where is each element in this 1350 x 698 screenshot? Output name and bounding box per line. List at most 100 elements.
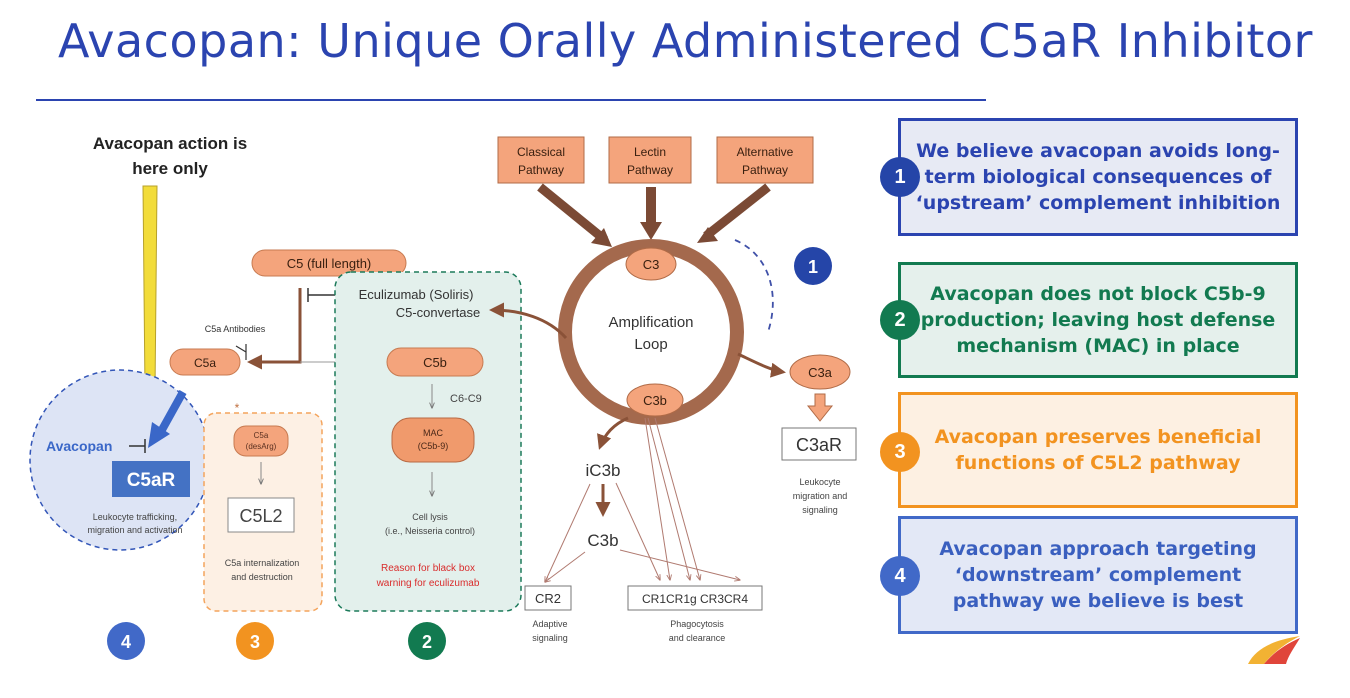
c5a-desarg-label-2: (desArg) (246, 442, 277, 451)
c3a-node (789, 354, 851, 390)
alternative-pathway-label-1: Alternative (737, 145, 794, 159)
amplification-label: Amplification (608, 314, 693, 331)
c5l2-box (227, 497, 295, 533)
c5-full-length-label: C5 (full length) (287, 256, 372, 271)
c5a-antibodies-label: C5a Antibodies (205, 324, 266, 334)
mac-label-1: MAC (423, 428, 444, 438)
callout-1-text: We believe avacopan avoids long-term bio… (915, 140, 1281, 214)
ic3b-label: iC3b (586, 461, 621, 480)
lectin-pathway-label-1: Lectin (634, 145, 666, 159)
thin-arrow-c3b-cr4 (619, 549, 740, 580)
callout-3-text: Avacopan preserves beneficial functions … (934, 426, 1262, 474)
cr-receptors-box (627, 585, 763, 611)
eculizumab-inhibition-bar (307, 288, 336, 302)
thin-arrow-c3b-cr1g (647, 417, 690, 580)
c5a-label: C5a (194, 356, 216, 370)
callout-4-text: Avacopan approach targeting ‘downstream’… (939, 538, 1257, 612)
callout-1: We believe avacopan avoids long-term bio… (898, 118, 1298, 236)
alternative-feedback-dashed (734, 239, 774, 333)
c5b-label: C5b (423, 355, 447, 370)
callout-2: Avacopan does not block C5b-9 production… (898, 262, 1298, 378)
black-box-label-1: Reason for black box (381, 563, 475, 574)
c5ar-label: C5aR (127, 470, 176, 491)
diagram-marker-1-label: 1 (808, 257, 818, 277)
c5a-desarg-box (233, 425, 289, 457)
complement-pathway-diagram: Avacopan action is here only Avacopan C5… (29, 134, 857, 660)
avacopan-inhibitor-label: Avacopan (46, 438, 112, 454)
alternative-pathway-box (716, 136, 814, 184)
c5-full-length-box (251, 249, 407, 277)
mac-label-2: (C5b-9) (418, 441, 449, 451)
eculizumab-label: Eculizumab (Soliris) (359, 287, 474, 302)
thin-arrow-c3b-cr3 (654, 417, 700, 580)
callout-3-number: 3 (880, 432, 920, 472)
c5l2-desc-2: and destruction (231, 572, 293, 582)
alternative-pathway-label-2: Pathway (742, 163, 788, 177)
c6-c9-label: C6-C9 (450, 393, 482, 405)
c3ar-label: C3aR (796, 435, 842, 455)
lectin-pathway-box (608, 136, 692, 184)
classical-arrow-head (591, 228, 612, 247)
diagram-marker-4-label: 4 (121, 632, 131, 652)
title-underline (36, 99, 986, 101)
callout-1-number: 1 (880, 157, 920, 197)
cr2-desc-2: signaling (532, 633, 568, 643)
thin-arrow-ic3b-cr (615, 482, 660, 580)
callout-2-text: Avacopan does not block C5b-9 production… (920, 283, 1276, 357)
c5l2-desc-1: C5a internalization (225, 558, 300, 568)
c5ar-desc-1: Leukocyte trafficking, (93, 512, 177, 522)
classical-pathway-box (497, 136, 585, 184)
callout-4: Avacopan approach targeting ‘downstream’… (898, 516, 1298, 634)
thin-arrow-ic3b-cr2 (545, 483, 591, 582)
loop-to-c5-convertase-arrow (489, 302, 568, 340)
amplification-loop-ring (558, 239, 744, 425)
c3ar-desc-2: migration and (793, 491, 848, 501)
c3-label: C3 (643, 257, 660, 272)
loop-label: Loop (634, 336, 667, 353)
c3ar-box (781, 427, 857, 461)
cr2-box (524, 585, 572, 611)
c3-node (625, 247, 677, 281)
cr2-desc-1: Adaptive (532, 619, 567, 629)
cr-receptors-desc-1: Phagocytosis (670, 619, 724, 629)
c3ar-desc-1: Leukocyte (799, 477, 840, 487)
c3b-loop-node (626, 383, 684, 417)
alternative-arrow-shaft (703, 183, 771, 240)
lectin-pathway-label-2: Pathway (627, 163, 673, 177)
avacopan-action-label-2: here only (132, 159, 208, 178)
c5ar-desc-2: migration and activation (87, 525, 182, 535)
blue-arrow-head (148, 422, 170, 448)
loop-to-c3a-arrow (737, 352, 786, 378)
classical-arrow-shaft (537, 183, 608, 244)
mac-box (391, 417, 475, 463)
callout-2-number: 2 (880, 300, 920, 340)
classical-pathway-label-1: Classical (517, 145, 565, 159)
c5a-desarg-label-1: C5a (254, 431, 269, 440)
alternative-arrow-head (697, 227, 718, 243)
thin-arrow-c3b-cr2 (545, 551, 586, 582)
corporate-logo (1248, 636, 1300, 664)
c3b-to-ic3b-arrow (597, 416, 629, 450)
c5ar-box (112, 461, 190, 497)
cell-lysis-label-1: Cell lysis (412, 512, 448, 522)
diagram-marker-4 (107, 622, 145, 660)
c3b-bottom-label: C3b (587, 531, 618, 550)
diagram-marker-1 (794, 247, 832, 285)
avacopan-action-label-1: Avacopan action is (93, 134, 247, 153)
c5a-box (169, 348, 241, 376)
thin-arrow-c3b-cr1 (644, 417, 670, 580)
cell-lysis-label-2: (i.e., Neisseria control) (385, 526, 475, 536)
slide-title: Avacopan: Unique Orally Administered C5a… (58, 14, 1313, 68)
lectin-arrow-head (640, 222, 662, 240)
star-marker: * (235, 401, 240, 415)
diagram-marker-3-label: 3 (250, 632, 260, 652)
cr-receptors-label: CR1CR1g CR3CR4 (642, 592, 748, 606)
inhibition-bar (129, 439, 146, 453)
cr2-label: CR2 (535, 591, 561, 606)
c5b-box (386, 347, 484, 377)
antibody-inhibition-mark (235, 344, 247, 360)
diagram-marker-2 (408, 622, 446, 660)
c3ar-desc-3: signaling (802, 505, 838, 515)
c5-convertase-label: C5-convertase (396, 305, 481, 320)
classical-pathway-label-2: Pathway (518, 163, 564, 177)
